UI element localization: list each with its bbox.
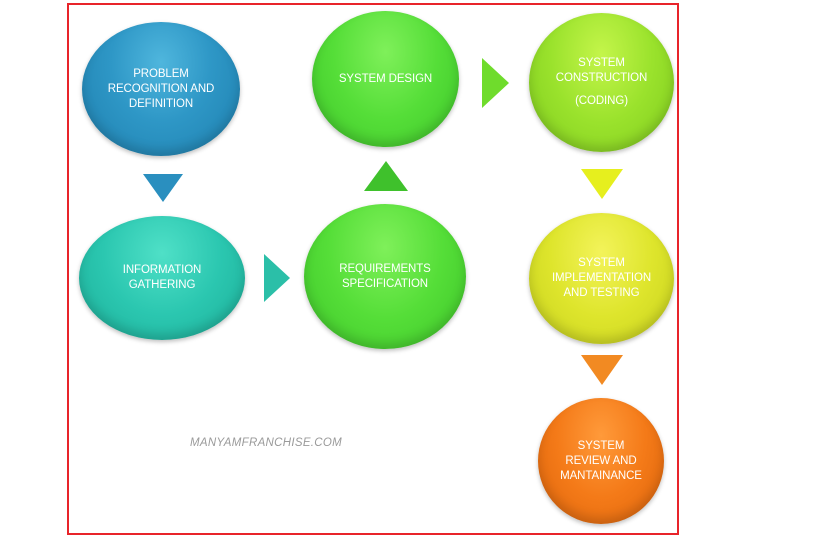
node-info-line-1: INFORMATION (122, 264, 202, 276)
node-problem-line-1: PROBLEM (133, 67, 189, 80)
node-req-line-2: SPECIFICATION (341, 277, 429, 290)
node-review-line-3: MANTAINANCE (560, 469, 642, 482)
arrow-down-2 (581, 169, 623, 199)
node-problem-recognition: PROBLEM RECOGNITION AND DEFINITION (82, 22, 240, 156)
node-problem-line-2: RECOGNITION AND (107, 82, 215, 95)
watermark-text: MANYAMFRANCHISE.COM (190, 437, 343, 449)
node-system-design: SYSTEM DESIGN (312, 11, 459, 147)
diagram-frame (67, 3, 679, 535)
node-impl-line-3: AND TESTING (563, 287, 640, 299)
node-review-line-1: SYSTEM (577, 439, 625, 452)
node-construction-line-2: CONSTRUCTION (555, 72, 648, 84)
node-system-implementation: SYSTEM IMPLEMENTATION AND TESTING (529, 213, 674, 344)
arrow-right-2 (482, 58, 509, 108)
node-impl-line-1: SYSTEM (578, 257, 625, 269)
node-construction-line-3: (CODING) (575, 95, 628, 107)
node-information-gathering: INFORMATION GATHERING (79, 216, 245, 340)
node-impl-line-2: IMPLEMENTATION (551, 272, 652, 284)
arrow-up-1 (364, 161, 408, 191)
node-review-line-2: REVIEW AND (565, 454, 637, 467)
arrow-right-1 (264, 254, 290, 302)
node-system-review: SYSTEM REVIEW AND MANTAINANCE (538, 398, 664, 524)
arrow-down-3 (581, 355, 623, 385)
node-design-line-1: SYSTEM DESIGN (338, 72, 433, 85)
node-construction-line-1: SYSTEM (578, 57, 625, 69)
arrow-down-1 (143, 174, 183, 202)
node-problem-line-3: DEFINITION (128, 97, 194, 110)
node-requirements-specification: REQUIREMENTS SPECIFICATION (304, 204, 466, 349)
node-req-line-1: REQUIREMENTS (339, 262, 431, 275)
node-system-construction: SYSTEM CONSTRUCTION (CODING) (529, 13, 674, 152)
node-info-line-2: GATHERING (128, 279, 196, 291)
